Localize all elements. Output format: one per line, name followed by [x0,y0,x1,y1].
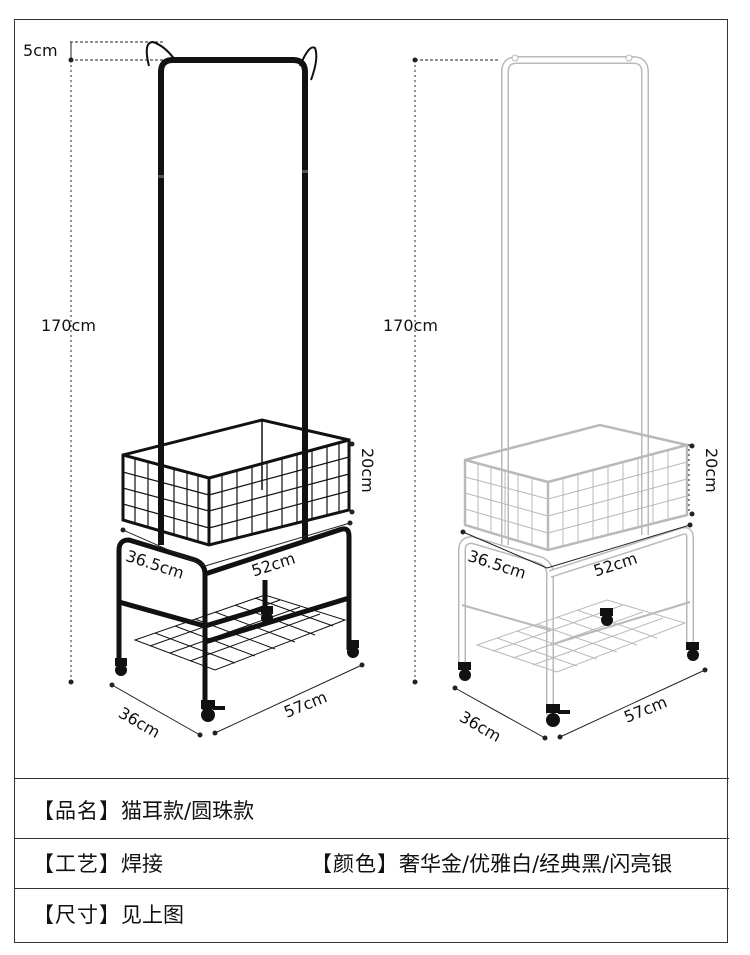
height-label-left: 170cm [41,316,96,335]
spec-craft-value: 焊接 [121,852,163,876]
black-rack-drawing [68,40,365,738]
spec-craft-key: 【工艺】 [33,852,121,876]
ear-height-label: 5cm [23,41,58,60]
product-spec-frame: 5cm 170cm 20cm 36.5cm 52cm 36cm 57cm 170… [14,19,729,943]
spec-row-name: 【品名】猫耳款/圆珠款 [15,795,729,825]
product-dimension-drawing [68,40,708,741]
spec-size-value: 见上图 [121,903,184,927]
spec-name-key: 【品名】 [33,799,121,823]
spec-row-craft-color: 【工艺】焊接 【颜色】奢华金/优雅白/经典黑/闪亮银 [15,848,729,878]
spec-row-size: 【尺寸】见上图 [15,899,729,929]
spec-color-value: 奢华金/优雅白/经典黑/闪亮银 [399,852,673,876]
basket-height-label-left: 20cm [358,448,377,493]
spec-divider-1 [15,838,729,839]
height-label-right: 170cm [383,316,438,335]
spec-size-key: 【尺寸】 [33,903,121,927]
spec-color-key: 【颜色】 [311,852,399,876]
spec-name-value: 猫耳款/圆珠款 [121,799,255,823]
spec-color-group: 【颜色】奢华金/优雅白/经典黑/闪亮银 [311,848,672,878]
spec-top-divider [15,778,729,779]
white-rack-drawing [412,54,708,741]
spec-divider-2 [15,888,729,889]
basket-height-label-right: 20cm [702,448,721,493]
